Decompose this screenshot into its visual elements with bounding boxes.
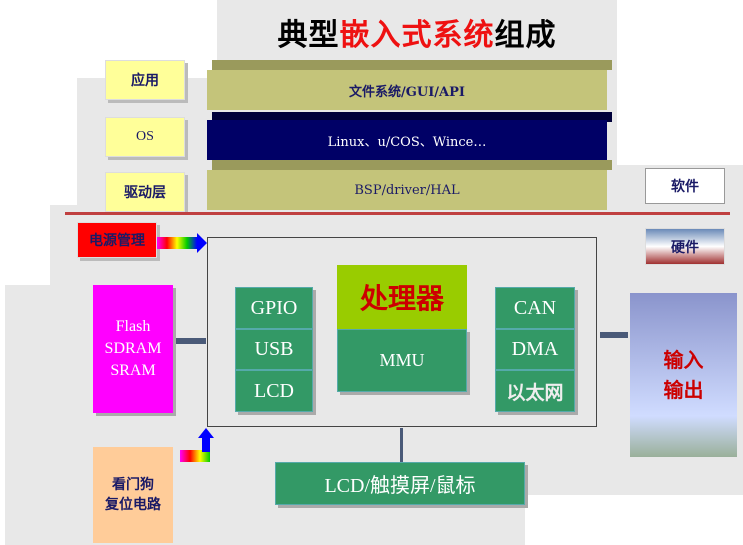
software-tag: 软件 <box>645 168 725 204</box>
io-input: 输入 <box>663 348 704 372</box>
watchdog-block: 看门狗 复位电路 <box>93 447 173 543</box>
hardware-tag: 硬件 <box>645 228 725 265</box>
bar-top <box>212 60 612 70</box>
dma-block: DMA <box>495 329 575 370</box>
label-os: OS <box>105 117 185 157</box>
memory-sdram: SDRAM <box>104 340 162 357</box>
soc-box <box>207 237 597 427</box>
can-block: CAN <box>495 287 575 329</box>
watchdog-label: 看门狗 <box>112 477 154 493</box>
display-block: LCD/触摸屏/鼠标 <box>275 462 525 505</box>
bar-top <box>212 160 612 170</box>
rainbow-arrow-icon <box>157 237 197 249</box>
memory-sram: SRAM <box>110 362 156 379</box>
io-output: 输出 <box>663 378 704 402</box>
io-block: 输入 输出 <box>630 293 737 457</box>
processor-block: 处理器 <box>337 265 467 329</box>
vertical-double-arrow-icon <box>400 428 403 462</box>
os-layer-bar: Linux、u/COS、Wince… <box>207 120 607 160</box>
driver-layer-bar: BSP/driver/HAL <box>207 170 607 210</box>
power-management: 电源管理 <box>77 222 157 258</box>
lcd-block: LCD <box>235 370 313 412</box>
memory-flash: Flash <box>115 318 151 335</box>
label-driver: 驱动层 <box>105 172 185 212</box>
mmu-block: MMU <box>337 329 467 392</box>
memory-block: Flash SDRAM SRAM <box>93 285 173 413</box>
app-layer-bar: 文件系统/GUI/API <box>207 70 607 110</box>
ethernet-block: 以太网 <box>495 370 575 412</box>
arrow-shaft-icon <box>202 438 210 452</box>
double-arrow-icon <box>176 338 206 344</box>
arrow-head-icon <box>198 428 214 438</box>
usb-block: USB <box>235 329 313 370</box>
reset-label: 复位电路 <box>105 497 161 513</box>
divider-line <box>65 212 730 215</box>
bar-top <box>212 112 612 122</box>
rainbow-arrow-icon <box>180 450 210 462</box>
gpio-block: GPIO <box>235 287 313 329</box>
page-title: 典型嵌入式系统组成 <box>277 18 557 53</box>
label-app: 应用 <box>105 60 185 100</box>
double-arrow-icon <box>600 332 628 338</box>
arrow-head-icon <box>197 233 207 253</box>
